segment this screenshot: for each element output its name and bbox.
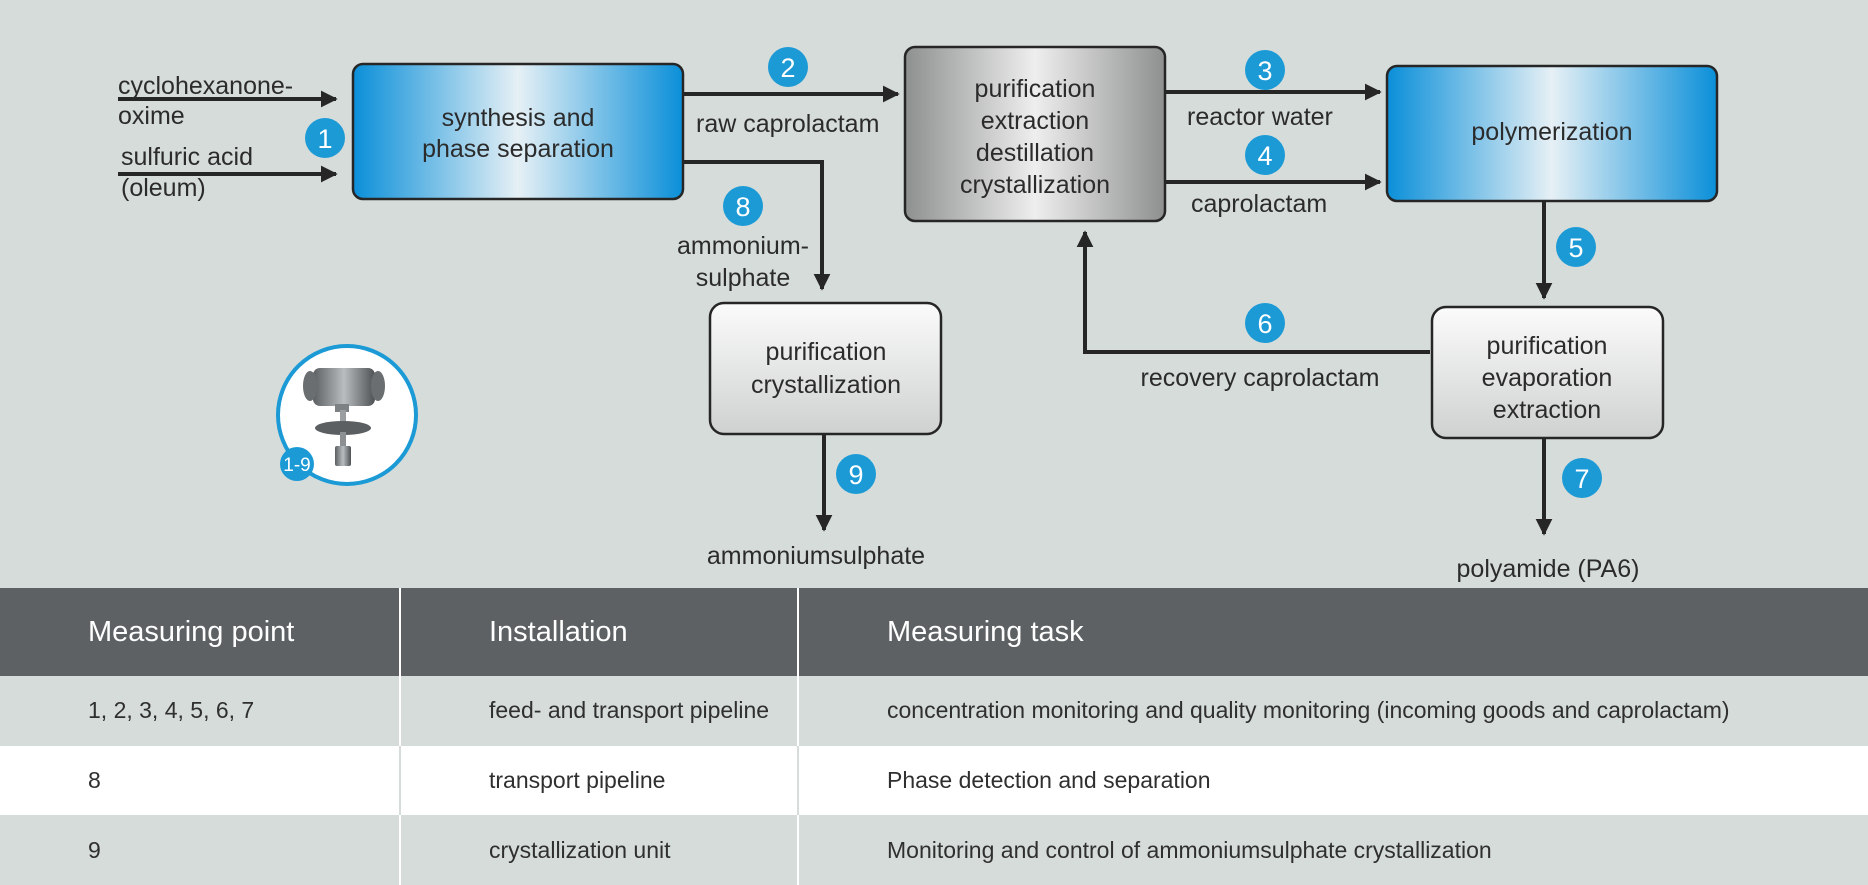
badge-3-text: 3 [1257,56,1272,86]
label-cyclohexanone-1: cyclohexanone- [118,72,293,100]
box-purification-evaporation-line3: extraction [1493,396,1601,424]
badge-5-text: 5 [1568,233,1583,263]
badge-1-text: 1 [317,124,332,154]
label-cyclohexanone-2: oxime [118,102,185,130]
box-synthesis-line2: phase separation [422,135,614,163]
box-purification-evaporation: purification evaporation extraction [1430,305,1665,440]
badge-7: 7 [1562,458,1602,498]
badge-8: 8 [723,186,763,226]
header-installation: Installation [400,588,799,676]
cell-measuring-task: Phase detection and separation [887,766,1211,793]
badge-6: 6 [1245,303,1285,343]
cell-measuring-point: 9 [0,815,401,885]
label-ammonium-2: sulphate [696,264,791,292]
arrow-ammoniumsulphate-out [683,160,831,291]
box-polymerization-label: polymerization [1471,118,1632,146]
box-purification-main-line4: crystallization [960,171,1110,199]
cell-installation: crystallization unit [400,815,799,885]
badge-2: 2 [768,47,808,87]
box-purification-crystallization-line1: purification [766,338,887,366]
label-recovery-caprolactam: recovery caprolactam [1141,364,1380,392]
arrow-recovery-caprolactam [1076,230,1430,354]
badge-5: 5 [1556,227,1596,267]
badge-1: 1 [305,118,345,158]
box-purification-main-line1: purification [975,75,1096,103]
table-row: 9 crystallization unit Monitoring and co… [0,815,1868,885]
badge-9-text: 9 [848,460,863,490]
badge-6-text: 6 [1257,309,1272,339]
box-synthesis: synthesis and phase separation [351,62,685,201]
box-purification-evaporation-line2: evaporation [1482,364,1613,392]
label-caprolactam: caprolactam [1191,190,1327,218]
label-reactor-water: reactor water [1187,103,1333,131]
measuring-points-table: Measuring point Installation Measuring t… [0,588,1868,885]
label-ammoniumsulphate: ammoniumsulphate [707,542,925,570]
box-polymerization: polymerization [1385,64,1719,203]
cell-measuring-point: 8 [0,745,401,816]
box-synthesis-line1: synthesis and [442,104,595,132]
cell-installation: feed- and transport pipeline [400,676,799,746]
cell-measuring-task: Monitoring and control of ammoniumsulpha… [887,836,1492,863]
process-diagram: synthesis and phase separation purificat… [118,45,1719,583]
box-purification-crystallization-line2: crystallization [751,371,901,399]
label-polyamide: polyamide (PA6) [1457,555,1640,583]
level-sensor-icon: 1-9 [276,344,418,486]
box-purification-main: purification extraction destillation cry… [903,45,1167,223]
device-badge-text: 1-9 [283,455,310,476]
box-purification-main-line2: extraction [981,107,1089,135]
badge-3: 3 [1245,50,1285,90]
box-purification-crystallization: purification crystallization [708,301,943,436]
badge-8-text: 8 [735,192,750,222]
header-measuring-task: Measuring task [887,615,1084,648]
table-row: 8 transport pipeline Phase detection and… [0,745,1868,816]
header-measuring-point: Measuring point [0,588,401,676]
box-purification-evaporation-line1: purification [1487,332,1608,360]
table-row: 1, 2, 3, 4, 5, 6, 7 feed- and transport … [0,676,1868,746]
label-raw-caprolactam: raw caprolactam [696,110,879,138]
badge-9: 9 [836,454,876,494]
badge-4-text: 4 [1257,141,1272,171]
badge-2-text: 2 [780,53,795,83]
cell-measuring-task: concentration monitoring and quality mon… [887,697,1730,724]
cell-measuring-point: 1, 2, 3, 4, 5, 6, 7 [0,676,401,746]
badge-7-text: 7 [1574,464,1589,494]
label-sulfuric-acid-2: (oleum) [121,174,206,202]
box-purification-main-line3: destillation [976,139,1094,167]
table-header-row: Measuring point Installation Measuring t… [0,588,1868,676]
cell-installation: transport pipeline [400,745,799,816]
label-sulfuric-acid-1: sulfuric acid [121,143,253,171]
label-ammonium-1: ammonium- [677,232,809,260]
badge-4: 4 [1245,135,1285,175]
